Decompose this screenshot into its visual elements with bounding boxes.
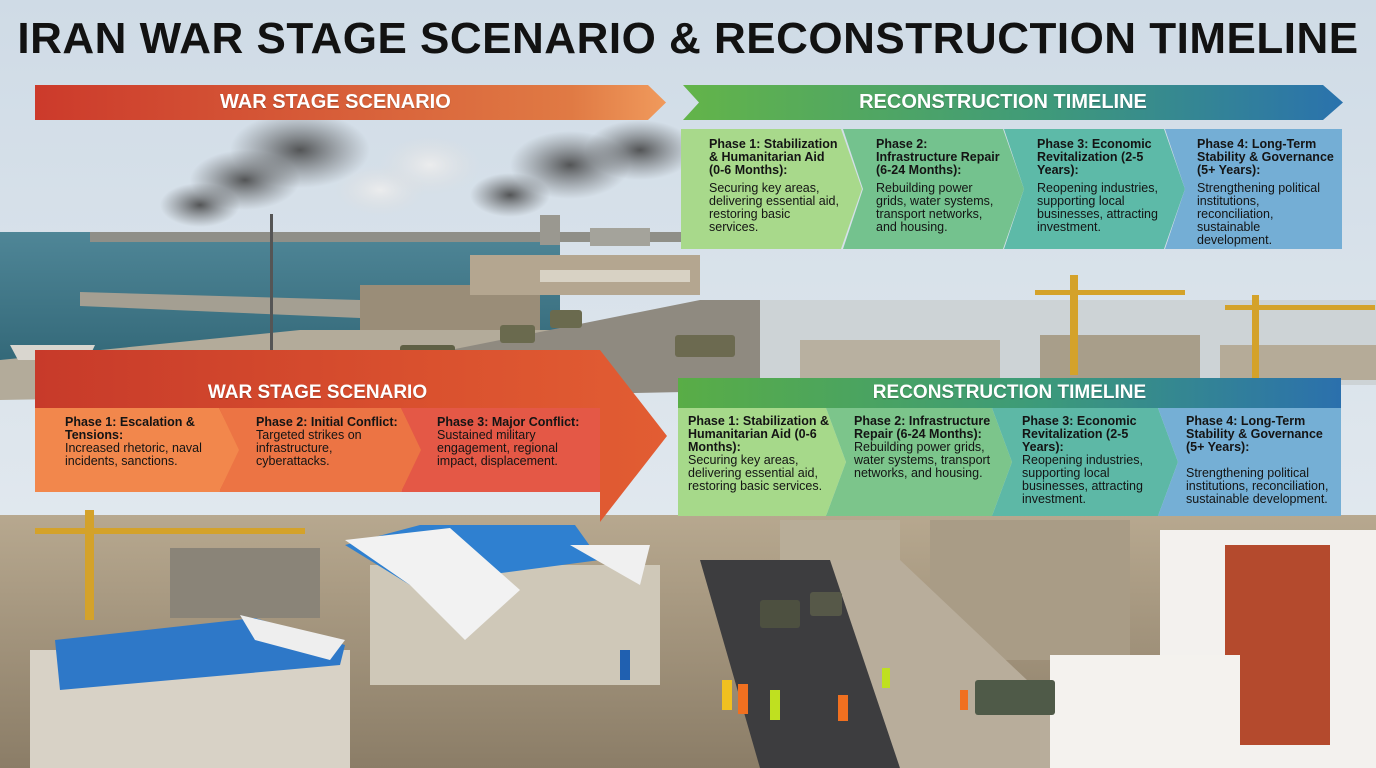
bottom-recon-phase-4: Phase 4: Long-Term Stability & Governanc… — [1158, 408, 1341, 516]
top-recon-phase-1: Phase 1: Stabilization & Humanitarian Ai… — [681, 129, 862, 249]
bottom-recon-phase-2-title: Phase 2: Infrastructure Repair (6-24 Mon… — [854, 414, 991, 441]
bottom-recon-phase-2: Phase 2: Infrastructure Repair (6-24 Mon… — [826, 408, 1012, 516]
top-recon-phase-4-title: Phase 4: Long-Term Stability & Governanc… — [1197, 137, 1334, 177]
bottom-war-phase-1-desc: Increased rhetoric, naval incidents, san… — [65, 441, 202, 468]
bottom-war-banner: WAR STAGE SCENARIO — [35, 378, 600, 408]
top-recon-phase-1-title: Phase 1: Stabilization & Humanitarian Ai… — [709, 137, 838, 177]
bottom-recon-phase-3-title: Phase 3: Economic Revitalization (2-5 Ye… — [1022, 414, 1137, 454]
bottom-recon-phase-1: Phase 1: Stabilization & Humanitarian Ai… — [678, 408, 846, 516]
top-recon-phase-3: Phase 3: Economic Revitalization (2-5 Ye… — [1004, 129, 1185, 249]
bottom-recon-phase-1-title: Phase 1: Stabilization & Humanitarian Ai… — [688, 414, 830, 454]
bottom-recon-banner-label: RECONSTRUCTION TIMELINE — [872, 382, 1147, 403]
bottom-war-phase-1: Phase 1: Escalation & Tensions: Increase… — [35, 408, 240, 492]
top-recon-phase-2: Phase 2: Infrastructure Repair (6-24 Mon… — [843, 129, 1024, 249]
bottom-recon-phase-4-title: Phase 4: Long-Term Stability & Governanc… — [1186, 414, 1323, 454]
bottom-war-banner-label: WAR STAGE SCENARIO — [207, 382, 428, 403]
bottom-war-phase-3-title: Phase 3: Major Conflict: — [437, 415, 580, 429]
bottom-recon-phase-2-desc: Rebuilding power grids, water systems, t… — [854, 440, 991, 480]
top-recon-phase-2-title: Phase 2: Infrastructure Repair (6-24 Mon… — [876, 137, 1000, 177]
bottom-war-phase-2-title: Phase 2: Initial Conflict: — [256, 415, 398, 429]
top-recon-phase-4-desc: Strengthening political institutions, re… — [1197, 181, 1320, 247]
bottom-recon-phase-4-desc: Strengthening political institutions, re… — [1186, 466, 1329, 506]
top-war-banner-label: WAR STAGE SCENARIO — [220, 91, 451, 113]
bottom-war-phase-1-title: Phase 1: Escalation & Tensions: — [65, 415, 195, 442]
top-recon-phase-3-desc: Reopening industries, supporting local b… — [1037, 181, 1158, 234]
top-recon-phase-2-desc: Rebuilding power grids, water systems, t… — [876, 181, 994, 234]
top-recon-banner-label: RECONSTRUCTION TIMELINE — [859, 91, 1147, 113]
bottom-recon-banner: RECONSTRUCTION TIMELINE — [678, 378, 1341, 408]
bottom-recon-phase-3: Phase 3: Economic Revitalization (2-5 Ye… — [992, 408, 1178, 516]
bottom-recon-phase-1-desc: Securing key areas, delivering essential… — [688, 453, 823, 493]
top-recon-phase-1-desc: Securing key areas, delivering essential… — [709, 181, 839, 234]
bottom-war-phase-3-desc: Sustained military engagement, regional … — [437, 428, 558, 468]
page-title: IRAN WAR STAGE SCENARIO & RECONSTRUCTION… — [17, 14, 1359, 63]
bottom-war-phase-3: Phase 3: Major Conflict: Sustained milit… — [401, 408, 600, 492]
bottom-war-phase-2: Phase 2: Initial Conflict: Targeted stri… — [219, 408, 422, 492]
bottom-recon-phase-3-desc: Reopening industries, supporting local b… — [1022, 453, 1143, 506]
top-recon-phase-3-title: Phase 3: Economic Revitalization (2-5 Ye… — [1037, 137, 1152, 177]
top-recon-phase-4: Phase 4: Long-Term Stability & Governanc… — [1165, 129, 1342, 249]
top-war-banner: WAR STAGE SCENARIO — [35, 85, 666, 120]
bottom-war-phase-2-desc: Targeted strikes on infrastructure, cybe… — [256, 428, 362, 468]
top-recon-banner: RECONSTRUCTION TIMELINE — [683, 85, 1343, 120]
